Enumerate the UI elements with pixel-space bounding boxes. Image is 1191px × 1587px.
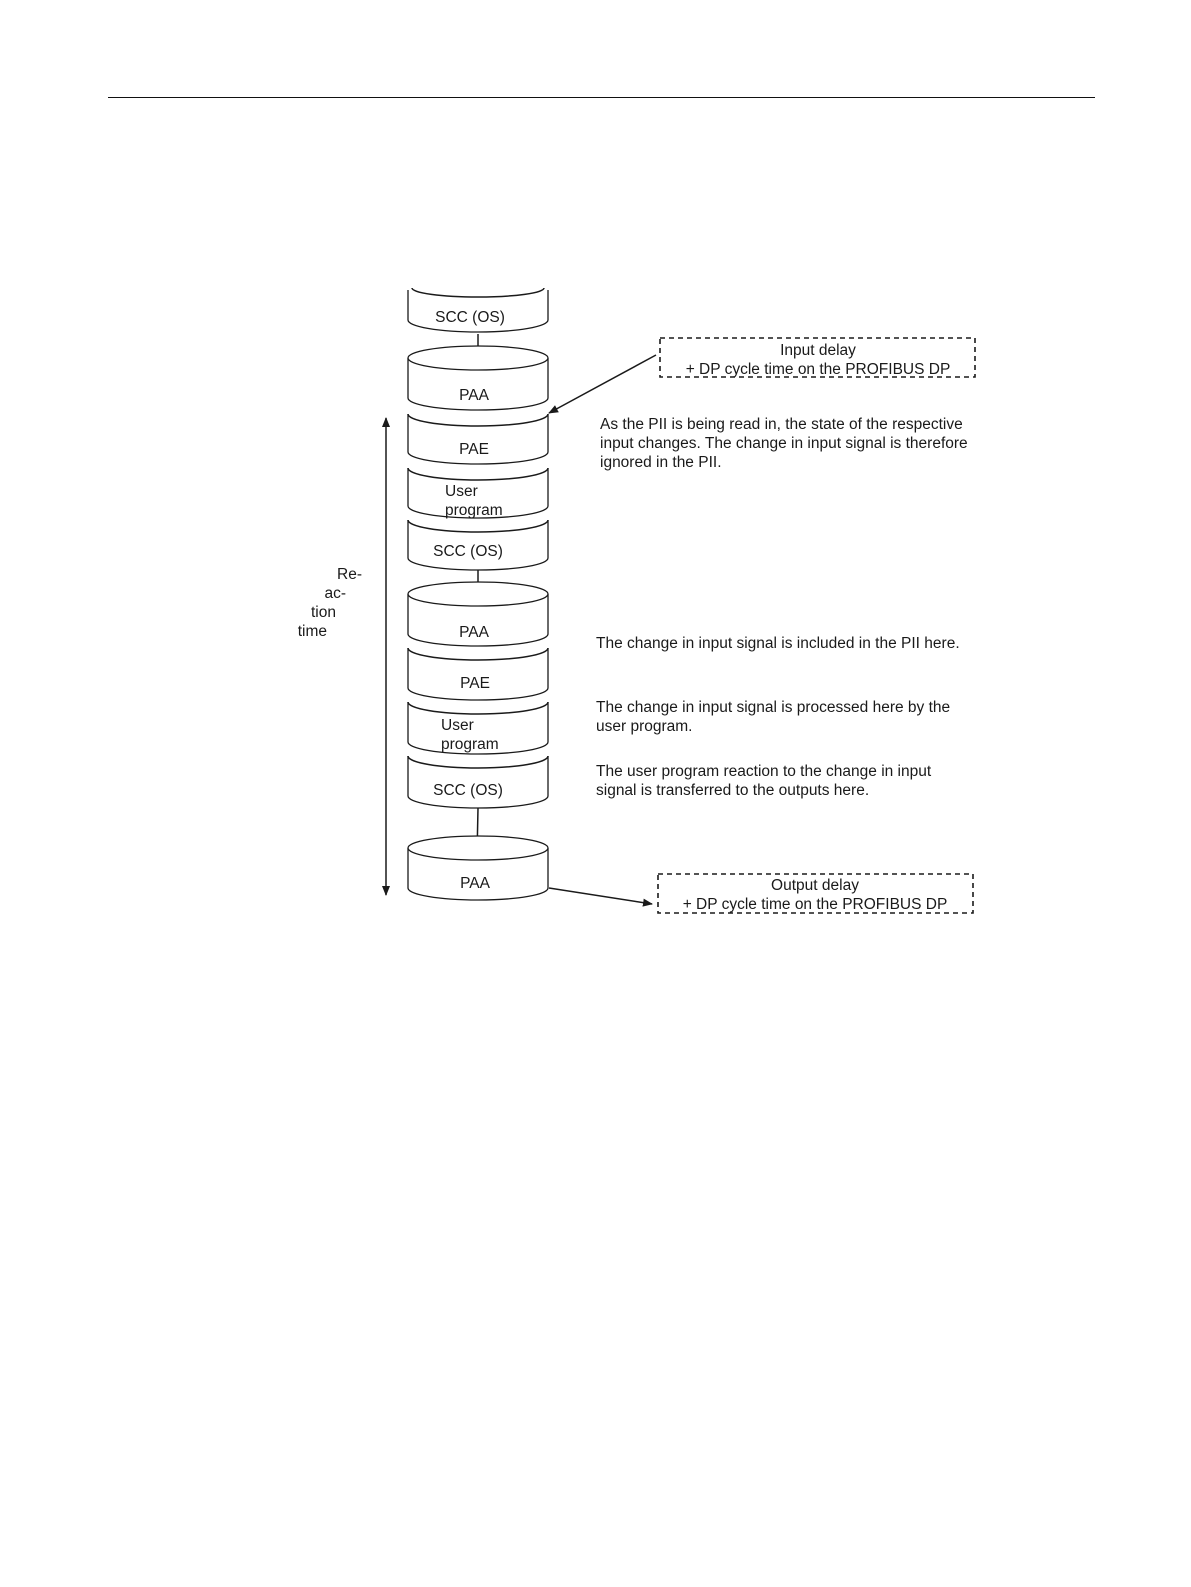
cycle2-paa-segment: PAA: [407, 581, 549, 647]
annotation-processed-line-1: The change in input signal is processed …: [596, 699, 950, 716]
page-header-rule: [108, 97, 1095, 98]
reaction-time-label: Re- ac- tion time: [298, 566, 362, 640]
cycle2-program-label: program: [441, 736, 499, 753]
cycle1-user-label: User: [445, 483, 478, 500]
top-scc-segment: SCC (OS): [407, 287, 549, 333]
input-delay-arrow: [548, 354, 657, 414]
reaction-time-line-1: Re-: [337, 566, 362, 583]
top-scc-label: SCC (OS): [435, 309, 505, 326]
cycle1-scc-segment: SCC (OS): [407, 519, 549, 571]
cycle1-program-label: program: [445, 502, 503, 519]
cycle2-pae-segment: PAE: [407, 647, 549, 701]
annotation-included-line-1: The change in input signal is included i…: [596, 635, 960, 652]
output-delay-line-2: + DP cycle time on the PROFIBUS DP: [683, 896, 948, 913]
cycle1-user-program-segment: User program: [407, 467, 549, 519]
final-paa-segment: PAA: [407, 835, 549, 901]
cycle2-user-label: User: [441, 717, 474, 734]
annotation-processed-line-2: user program.: [596, 718, 692, 735]
cycle2-scc-label: SCC (OS): [433, 782, 503, 799]
cycle2-scc-segment: SCC (OS): [407, 755, 549, 809]
cycle1-paa-label: PAA: [459, 387, 490, 404]
input-delay-line-1: Input delay: [780, 342, 856, 359]
output-delay-line-1: Output delay: [771, 877, 859, 894]
cycle1-paa-segment: PAA: [407, 345, 549, 411]
final-paa-label: PAA: [460, 875, 491, 892]
annotation-pii-line-2: input changes. The change in input signa…: [600, 435, 968, 452]
annotation-transferred-line-1: The user program reaction to the change …: [596, 763, 932, 780]
cycle2-user-program-segment: User program: [407, 701, 549, 755]
input-delay-box: Input delay + DP cycle time on the PROFI…: [659, 337, 976, 378]
output-delay-arrow: [548, 887, 653, 907]
annotation-transferred-to-outputs: The user program reaction to the change …: [596, 763, 932, 799]
cycle1-scc-label: SCC (OS): [433, 543, 503, 560]
annotation-transferred-line-2: signal is transferred to the outputs her…: [596, 782, 869, 799]
annotation-pii-being-read: As the PII is being read in, the state o…: [600, 416, 968, 471]
cycle2-paa-label: PAA: [459, 624, 490, 641]
reaction-time-line-3: tion: [311, 604, 336, 621]
reaction-time-line-4: time: [298, 623, 327, 640]
annotation-pii-line-3: ignored in the PII.: [600, 454, 722, 471]
annotation-processed-by-program: The change in input signal is processed …: [596, 699, 950, 735]
cycle1-pae-label: PAE: [459, 441, 489, 458]
annotation-included-in-pii: The change in input signal is included i…: [596, 635, 960, 652]
output-delay-box: Output delay + DP cycle time on the PROF…: [657, 873, 974, 914]
cycle1-pae-segment: PAE: [407, 413, 549, 465]
annotation-pii-line-1: As the PII is being read in, the state o…: [600, 416, 963, 433]
reaction-time-line-2: ac-: [324, 585, 346, 602]
input-delay-line-2: + DP cycle time on the PROFIBUS DP: [686, 361, 951, 378]
cycle2-pae-label: PAE: [460, 675, 490, 692]
